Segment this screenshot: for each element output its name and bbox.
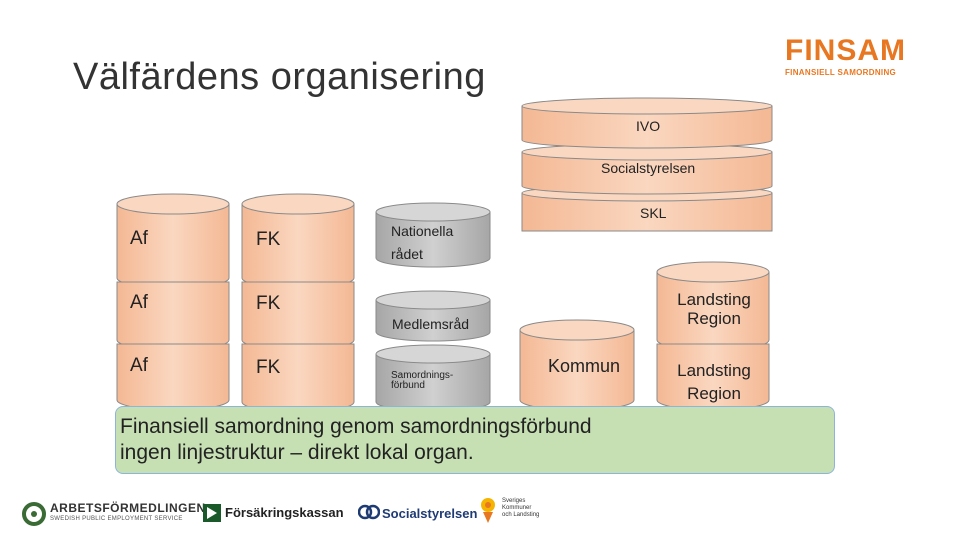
green-info-box <box>115 406 835 474</box>
finsam-logo-name: FINSAM <box>785 34 906 67</box>
label-socialstyrelsen: Socialstyrelsen <box>601 160 696 176</box>
label-kommun: Kommun <box>548 356 621 376</box>
socialstyrelsen-name: Socialstyrelsen <box>382 506 478 521</box>
label-medlemsrad: Medlemsråd <box>392 316 470 332</box>
label-fk-1: FK <box>256 229 281 250</box>
skl-line-3: och Landsting <box>502 512 540 518</box>
cylinder-kommun <box>519 319 635 411</box>
forsakringskassan-icon <box>203 504 221 522</box>
skl-text: Sveriges Kommuner och Landsting <box>502 498 539 519</box>
cylinder-landsting-1 <box>656 261 770 351</box>
label-fk-2: FK <box>256 293 281 314</box>
label-af-3: Af <box>130 355 148 376</box>
green-info-line-1: Finansiell samordning genom samordningsf… <box>120 415 592 438</box>
cylinder-nationella-radet <box>375 202 491 268</box>
label-landsting-1: Landsting Region <box>677 290 751 328</box>
label-ivo: IVO <box>636 118 661 134</box>
cylinder-af-3 <box>116 343 230 411</box>
green-info-line-2: ingen linjestruktur – direkt lokal organ… <box>120 441 474 464</box>
finsam-logo: FINSAM FINANSIELL SAMORDNING <box>785 34 906 78</box>
socialstyrelsen-icon <box>358 504 380 520</box>
skl-icon <box>481 498 495 523</box>
label-af-2: Af <box>130 292 148 313</box>
label-nationella-radet: Nationella rådet <box>391 223 454 262</box>
green-info-text: Finansiell samordning genom samordningsf… <box>120 414 592 466</box>
finsam-logo-tagline: FINANSIELL SAMORDNING <box>785 68 897 77</box>
label-fk-3: FK <box>256 357 281 378</box>
cylinder-medlemsrad <box>375 290 491 342</box>
label-landsting-2: Landsting Region <box>677 361 751 403</box>
label-skl: SKL <box>640 205 667 221</box>
arbetsformedlingen-name: ARBETSFÖRMEDLINGEN <box>50 501 206 515</box>
skl-line-1: Sveriges <box>502 498 526 504</box>
arbetsformedlingen-icon <box>22 502 46 526</box>
page-title: Välfärdens organisering <box>73 56 486 98</box>
arbetsformedlingen-sub: SWEDISH PUBLIC EMPLOYMENT SERVICE <box>50 516 183 522</box>
cylinder-ivo <box>521 97 773 149</box>
cylinder-af-1 <box>116 193 230 289</box>
label-samordningsforbund: Samordnings-förbund <box>391 370 454 391</box>
forsakringskassan-name: Försäkringskassan <box>225 505 344 520</box>
label-af-1: Af <box>130 228 148 249</box>
skl-line-2: Kommuner <box>502 505 532 511</box>
cylinder-socialstyrelsen <box>521 143 773 195</box>
